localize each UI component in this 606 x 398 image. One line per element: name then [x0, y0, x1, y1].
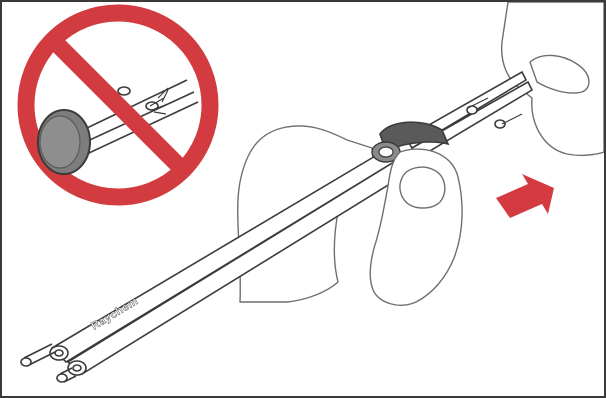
push-direction-arrow-icon: [496, 174, 554, 218]
prohibition-icon: [26, 13, 210, 197]
